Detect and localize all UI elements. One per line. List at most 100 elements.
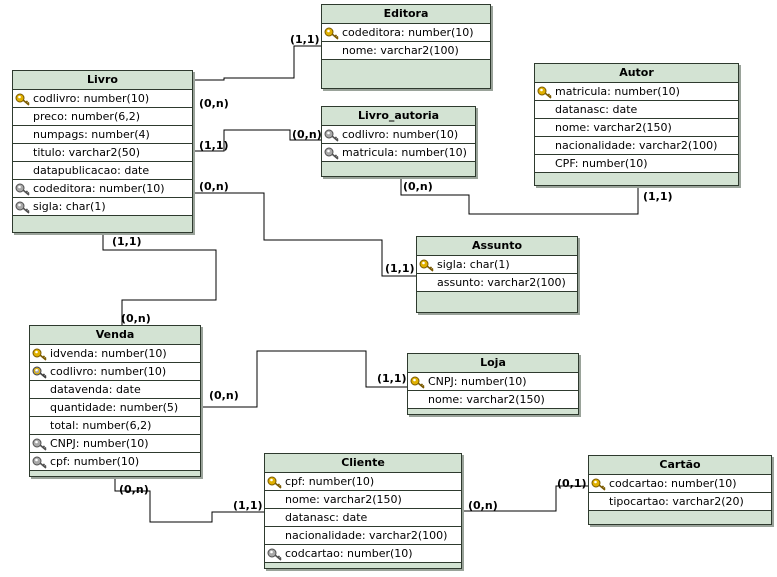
cardinality-label: (0,n): [209, 389, 239, 402]
attribute-text: nacionalidade: varchar2(100): [555, 139, 718, 152]
cardinality-label: (0,1): [557, 477, 587, 490]
attribute-row[interactable]: codlivro: number(10): [13, 90, 192, 108]
attribute-row[interactable]: codlivro: number(10): [30, 363, 200, 381]
attribute-text: titulo: varchar2(50): [33, 146, 141, 159]
cardinality-label: (1,1): [233, 499, 263, 512]
attribute-row[interactable]: nacionalidade: varchar2(100): [265, 527, 461, 545]
entity-cliente[interactable]: Cliente cpf: number(10)nome: varchar2(15…: [264, 453, 462, 569]
entity-cartao[interactable]: Cartão codcartao: number(10)tipocartao: …: [588, 455, 772, 525]
attribute-row[interactable]: datapublicacao: date: [13, 162, 192, 180]
attribute-row[interactable]: nome: varchar2(150): [408, 391, 578, 409]
cardinality-label: (1,1): [199, 139, 229, 152]
attribute-text: codlivro: number(10): [33, 92, 150, 105]
attribute-row[interactable]: cpf: number(10): [265, 473, 461, 491]
attribute-row[interactable]: sigla: char(1): [417, 256, 577, 274]
attribute-text: CNPJ: number(10): [428, 375, 527, 388]
attribute-row[interactable]: datanasc: date: [535, 101, 738, 119]
attribute-row[interactable]: nacionalidade: varchar2(100): [535, 137, 738, 155]
primary-key-icon: [410, 375, 426, 389]
primary-key-icon: [15, 92, 31, 106]
attribute-text: cpf: number(10): [285, 475, 375, 488]
attribute-row[interactable]: codeditora: number(10): [322, 24, 490, 42]
entity-footer: [322, 162, 475, 176]
attribute-text: nome: varchar2(150): [428, 393, 545, 406]
attribute-row[interactable]: codcartao: number(10): [265, 545, 461, 563]
foreign-key-icon: [267, 547, 283, 561]
attribute-row[interactable]: preco: number(6,2): [13, 108, 192, 126]
attribute-row[interactable]: nome: varchar2(150): [265, 491, 461, 509]
entity-footer: [265, 563, 461, 568]
attribute-row[interactable]: sigla: char(1): [13, 198, 192, 216]
attribute-text: codlivro: number(10): [50, 365, 167, 378]
attribute-text: datavenda: date: [50, 383, 141, 396]
entity-loja[interactable]: Loja CNPJ: number(10) nome: varchar2(150): [407, 353, 579, 415]
entity-autor[interactable]: Autor matricula: number(10)datanasc: dat…: [534, 63, 739, 186]
attribute-row[interactable]: quantidade: number(5): [30, 399, 200, 417]
cardinality-label: (0,n): [119, 483, 149, 496]
attribute-text: total: number(6,2): [50, 419, 152, 432]
foreign-key-icon: [324, 128, 340, 142]
attribute-text: matricula: number(10): [342, 146, 467, 159]
attribute-text: codcartao: number(10): [285, 547, 413, 560]
entity-title: Assunto: [417, 237, 577, 256]
attribute-row[interactable]: tipocartao: varchar2(20): [589, 493, 771, 511]
attribute-text: preco: number(6,2): [33, 110, 141, 123]
entity-title: Loja: [408, 354, 578, 373]
attribute-row[interactable]: assunto: varchar2(100): [417, 274, 577, 292]
cardinality-label: (0,n): [403, 180, 433, 193]
line-venda-loja: [201, 350, 407, 408]
attribute-text: codeditora: number(10): [33, 182, 165, 195]
attribute-row[interactable]: cpf: number(10): [30, 453, 200, 471]
line-editora-livro: [193, 45, 321, 81]
entity-footer: [589, 511, 771, 524]
attribute-row[interactable]: CNPJ: number(10): [408, 373, 578, 391]
entity-title: Editora: [322, 5, 490, 24]
entity-footer: [322, 60, 490, 88]
entity-assunto[interactable]: Assunto sigla: char(1)assunto: varchar2(…: [416, 236, 578, 313]
attribute-row[interactable]: nome: varchar2(100): [322, 42, 490, 60]
entity-livro-autoria[interactable]: Livro_autoria codlivro: number(10)matric…: [321, 106, 476, 177]
attribute-list: idvenda: number(10) codlivro: number(10) d…: [30, 345, 200, 471]
primary-key-icon: [419, 258, 435, 272]
attribute-row[interactable]: idvenda: number(10): [30, 345, 200, 363]
line-cliente-cartao: [462, 485, 588, 512]
line-livro-livro-autoria: [193, 129, 321, 152]
primary-key-icon: [32, 347, 48, 361]
entity-footer: [417, 292, 577, 312]
attribute-row[interactable]: titulo: varchar2(50): [13, 144, 192, 162]
foreign-key-icon: [32, 455, 48, 469]
entity-title: Venda: [30, 326, 200, 345]
attribute-row[interactable]: codlivro: number(10): [322, 126, 475, 144]
attribute-row[interactable]: codcartao: number(10): [589, 475, 771, 493]
entity-editora[interactable]: Editora codeditora: number(10)nome: varc…: [321, 4, 491, 89]
attribute-row[interactable]: CPF: number(10): [535, 155, 738, 173]
attribute-text: matricula: number(10): [555, 85, 680, 98]
entity-venda[interactable]: Venda idvenda: number(10) codlivro: numbe…: [29, 325, 201, 477]
attribute-row[interactable]: datanasc: date: [265, 509, 461, 527]
attribute-row[interactable]: total: number(6,2): [30, 417, 200, 435]
cardinality-label: (1,1): [643, 190, 673, 203]
attribute-text: datanasc: date: [285, 511, 368, 524]
attribute-row[interactable]: numpags: number(4): [13, 126, 192, 144]
cardinality-label: (0,n): [199, 97, 229, 110]
attribute-text: sigla: char(1): [33, 200, 106, 213]
attribute-text: CNPJ: number(10): [50, 437, 149, 450]
attribute-text: nacionalidade: varchar2(100): [285, 529, 448, 542]
line-livro-assunto: [193, 192, 416, 277]
attribute-row[interactable]: datavenda: date: [30, 381, 200, 399]
attribute-row[interactable]: matricula: number(10): [535, 83, 738, 101]
entity-livro[interactable]: Livro codlivro: number(10) preco: number(…: [12, 70, 193, 233]
attribute-list: codlivro: number(10) matricula: number(10…: [322, 126, 475, 162]
attribute-row[interactable]: CNPJ: number(10): [30, 435, 200, 453]
attribute-list: codlivro: number(10) preco: number(6,2) nu…: [13, 90, 192, 216]
line-livro-venda: [102, 233, 217, 326]
attribute-row[interactable]: codeditora: number(10): [13, 180, 192, 198]
entity-footer: [30, 471, 200, 476]
entity-title: Livro: [13, 71, 192, 90]
cardinality-label: (1,1): [112, 235, 142, 248]
attribute-text: codlivro: number(10): [342, 128, 459, 141]
primary-key-icon: [591, 477, 607, 491]
attribute-row[interactable]: matricula: number(10): [322, 144, 475, 162]
attribute-row[interactable]: nome: varchar2(150): [535, 119, 738, 137]
